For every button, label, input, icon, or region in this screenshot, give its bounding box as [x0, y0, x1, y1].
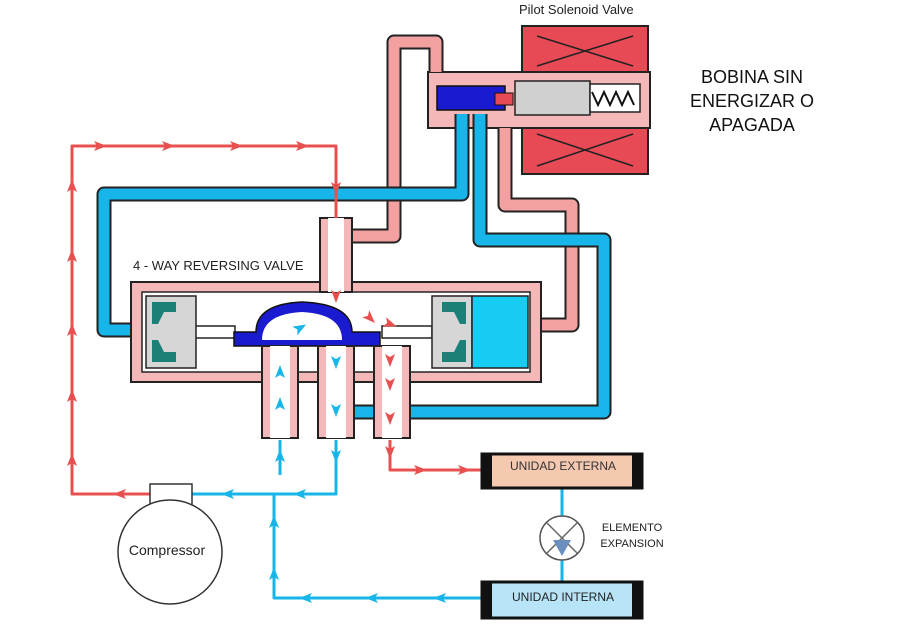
left-seal-bottom: [152, 340, 176, 362]
status-line-3: APAGADA: [709, 115, 795, 135]
solenoid-coil-top: [521, 25, 649, 75]
expansion-line-2: EXPANSION: [600, 538, 664, 550]
right-seal-top: [442, 302, 466, 324]
expansion-valve-icon: [539, 515, 585, 561]
pilot-solenoid-title: Pilot Solenoid Valve: [519, 2, 634, 17]
compressor-body: [117, 499, 223, 605]
pilot-tubes: [96, 34, 612, 420]
left-seal-top: [152, 302, 176, 324]
status-line-2: ENERGIZAR O: [689, 91, 814, 111]
expansion-line-1: ELEMENTO: [601, 522, 663, 534]
right-seal-bottom: [442, 340, 466, 362]
unidad-interna-box: [480, 580, 644, 620]
expansion-label: ELEMENTO EXPANSION: [592, 520, 672, 552]
compressor: [117, 483, 223, 605]
compressor-label: Compressor: [128, 542, 206, 558]
unidad-externa-box: [480, 452, 644, 490]
reversing-valve-label: 4 - WAY REVERSING VALVE: [133, 258, 304, 273]
coil-status-text: BOBINA SIN ENERGIZAR O APAGADA: [664, 65, 840, 137]
solenoid-plunger: [514, 80, 591, 116]
right-pressure-chamber: [471, 295, 529, 369]
unidad-externa-label: UNIDAD EXTERNA: [509, 459, 616, 473]
spring-icon: [591, 89, 635, 108]
four-way-valve: [130, 217, 542, 439]
status-line-1: BOBINA SIN: [700, 67, 804, 87]
unidad-interna-label: UNIDAD INTERNA: [511, 590, 614, 604]
